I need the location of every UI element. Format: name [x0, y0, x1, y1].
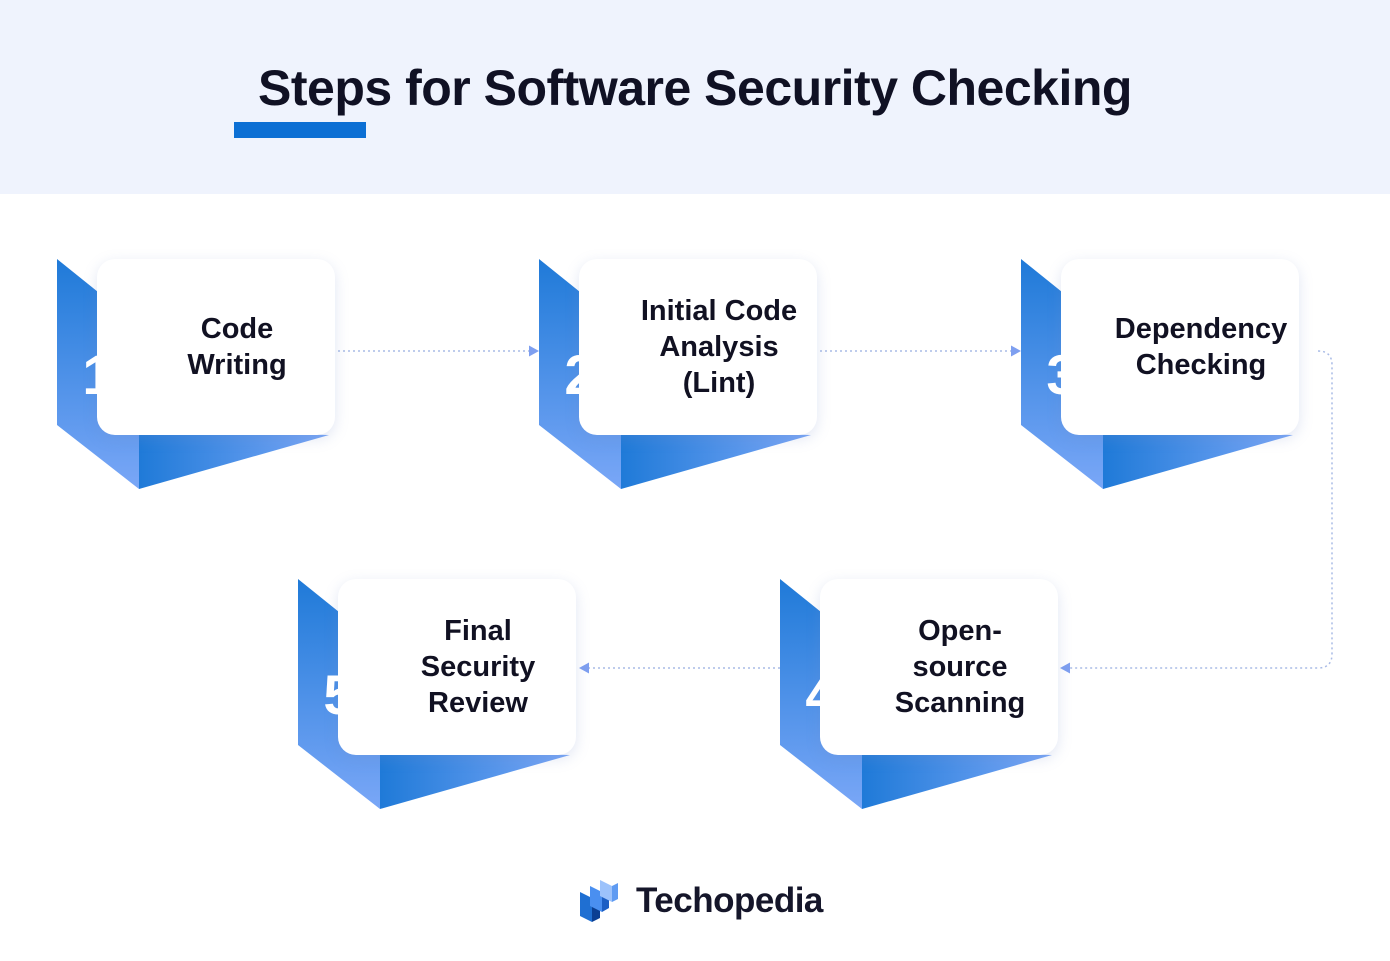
step-card — [820, 579, 1058, 755]
connector-3-4 — [1068, 350, 1333, 669]
arrow-head-2 — [529, 345, 539, 357]
step-number: 2 — [564, 343, 596, 406]
step-3: 3 Dependency Checking — [1021, 259, 1301, 499]
step-card — [338, 579, 576, 755]
header-banner — [0, 0, 1390, 194]
title-underline — [234, 122, 366, 138]
step-1: 1 Code Writing — [57, 259, 337, 499]
step-number: 3 — [1046, 343, 1078, 406]
step-label: Initial Code Analysis (Lint) — [640, 295, 798, 399]
step-number: 4 — [805, 663, 837, 726]
step-card — [579, 259, 817, 435]
step-number: 5 — [323, 663, 355, 726]
arrow-head-5 — [579, 662, 589, 674]
step-number: 1 — [82, 343, 114, 406]
techopedia-logo: Techopedia — [578, 878, 823, 924]
step-label: Open-source Scanning — [894, 615, 1026, 719]
step-label: Code Writing — [187, 313, 287, 381]
step-2: 2 Initial Code Analysis (Lint) — [539, 259, 819, 499]
step-label: Dependency Checking — [1114, 313, 1288, 381]
brand-name: Techopedia — [636, 881, 823, 920]
techopedia-logo-icon — [580, 880, 618, 922]
step-card — [1061, 259, 1299, 435]
step-label: Final Security Review — [420, 615, 536, 719]
step-5: 5 Final Security Review — [298, 579, 578, 819]
arrow-head-4 — [1060, 662, 1070, 674]
step-4: 4 Open-source Scanning — [780, 579, 1060, 819]
step-card — [97, 259, 335, 435]
page-title: Steps for Software Security Checking — [258, 60, 1132, 116]
arrow-head-3 — [1011, 345, 1021, 357]
